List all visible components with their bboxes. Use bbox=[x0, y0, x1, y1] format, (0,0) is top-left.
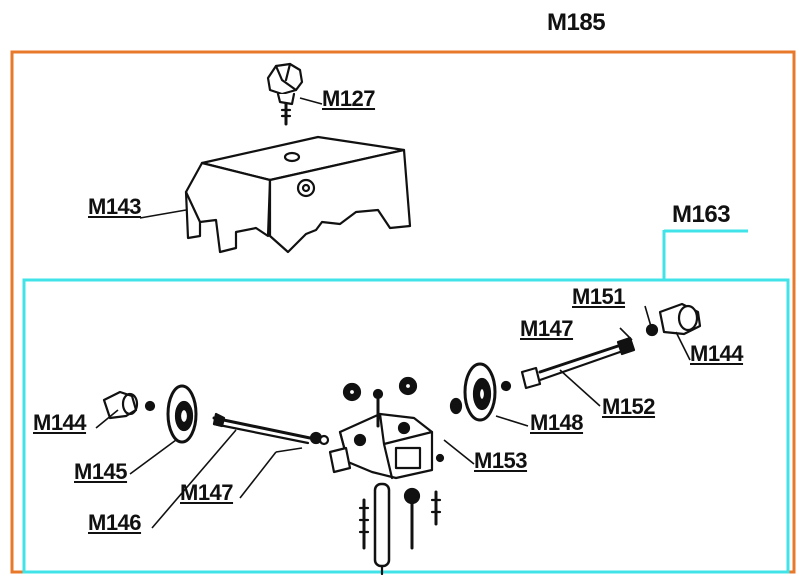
label-m143: M143 bbox=[88, 194, 142, 219]
label-m144-right: M144 bbox=[690, 341, 744, 366]
knob-m127 bbox=[266, 62, 304, 126]
label-m148: M148 bbox=[530, 410, 584, 435]
label-m185: M185 bbox=[547, 9, 606, 36]
label-m127: M127 bbox=[322, 86, 376, 111]
roller-m144-right bbox=[658, 302, 702, 336]
label-m151: M151 bbox=[572, 284, 626, 309]
roller-m144-left bbox=[102, 390, 156, 420]
label-m152: M152 bbox=[602, 394, 656, 419]
washer-m153 bbox=[449, 397, 463, 415]
bearing-m145 bbox=[166, 384, 198, 444]
label-m163: M163 bbox=[672, 201, 731, 228]
cover-m143 bbox=[184, 135, 412, 254]
label-m147-top: M147 bbox=[520, 316, 574, 341]
label-m144-left: M144 bbox=[33, 410, 87, 435]
label-m146: M146 bbox=[88, 510, 142, 535]
lower-pins bbox=[358, 482, 442, 576]
label-m153: M153 bbox=[474, 448, 528, 473]
carrier-block bbox=[328, 376, 445, 480]
subassembly-frame-m163 bbox=[22, 278, 790, 574]
leader-lines bbox=[95, 97, 691, 529]
shaft-m152 bbox=[520, 323, 659, 390]
label-m147-bottom: M147 bbox=[180, 480, 234, 505]
bearing-m148 bbox=[463, 362, 512, 422]
shaft-m146 bbox=[212, 412, 330, 446]
label-m145: M145 bbox=[74, 459, 128, 484]
